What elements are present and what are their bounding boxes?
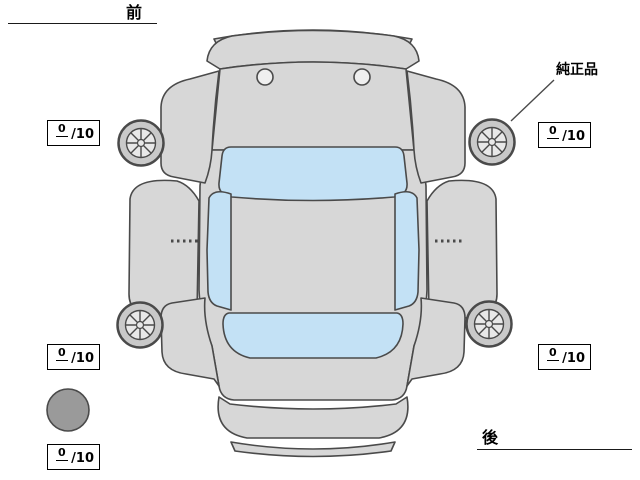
tire-score-scale: /10 [562, 351, 585, 366]
rear-window-glass [222, 312, 404, 359]
door-panel-right [426, 179, 498, 321]
tire-score-scale: /10 [71, 451, 94, 466]
door-panel-left [128, 179, 200, 321]
tire-score-value: 0 [547, 124, 559, 139]
detail-lines-group [171, 79, 555, 243]
wheel-rear-right [465, 300, 513, 348]
rear-bumper [217, 396, 409, 439]
rear-bumper-strip [230, 441, 396, 458]
tire-score-box-front-right: 0 /10 [538, 122, 591, 148]
wheel-front-left [117, 119, 165, 167]
tire-score-box-rear-right: 0 /10 [538, 344, 591, 370]
rear-fender-right [406, 297, 466, 387]
cowl-circle-left [256, 68, 274, 86]
tire-score-scale: /10 [562, 129, 585, 144]
car-body-group [128, 29, 498, 458]
rear-label: 後 [482, 428, 500, 447]
side-window-left [206, 190, 232, 311]
tire-score-scale: /10 [71, 351, 94, 366]
tire-score-box-front-left: 0 /10 [47, 120, 100, 146]
cowl-circle-right [353, 68, 371, 86]
tire-score-value: 0 [547, 346, 559, 361]
side-window-right [394, 190, 420, 311]
tire-score-value: 0 [56, 446, 68, 461]
tire-score-box-spare: 0 /10 [47, 444, 100, 470]
genuine-part-pointer-line [510, 79, 555, 122]
front-label-underline [8, 23, 157, 24]
genuine-part-label: 純正品 [556, 62, 598, 78]
wheel-rear-left [116, 301, 164, 349]
front-fender-left [160, 70, 220, 184]
spare-tire [46, 388, 90, 432]
tire-score-value: 0 [56, 122, 68, 137]
front-fender-right [406, 70, 466, 184]
hood-panel [211, 61, 415, 151]
rear-label-underline [477, 449, 632, 450]
glass-group [206, 146, 420, 359]
wheel-front-right [468, 118, 516, 166]
windshield-glass [218, 146, 408, 202]
front-label: 前 [126, 3, 144, 22]
tire-score-scale: /10 [71, 127, 94, 142]
tire-score-value: 0 [56, 346, 68, 361]
tire-score-box-rear-left: 0 /10 [47, 344, 100, 370]
rear-fender-left [160, 297, 220, 387]
